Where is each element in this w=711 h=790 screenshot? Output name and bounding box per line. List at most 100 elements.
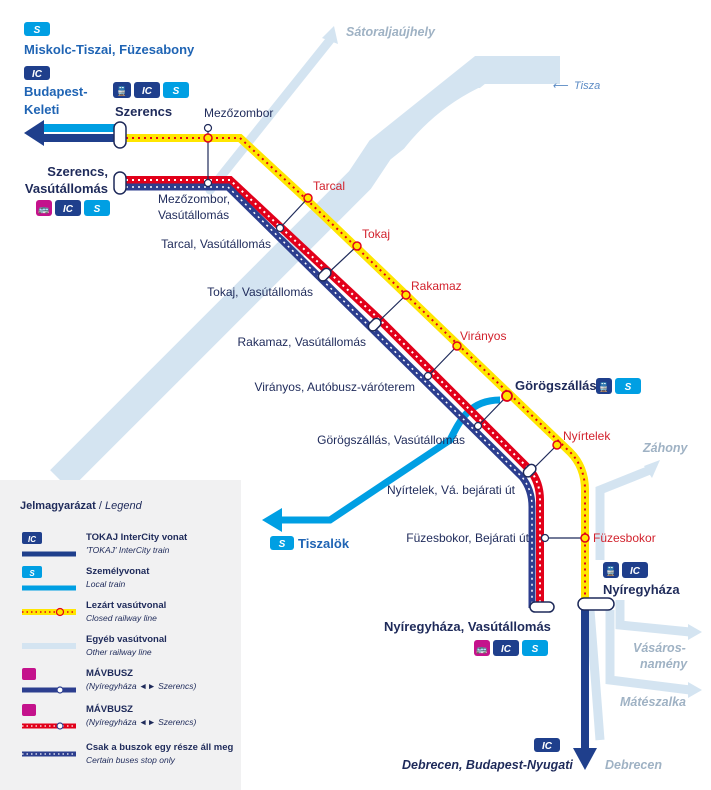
station-fuzesbokor: Füzesbokor <box>593 531 656 545</box>
svg-text:🚆: 🚆 <box>605 565 616 576</box>
stop-szerencs-vasutallomas[interactable] <box>113 171 127 195</box>
station-gorogszallas: Görögszállás <box>515 378 597 393</box>
station-nyiregyhaza-vasutallomas: Nyíregyháza, Vasútállomás <box>384 619 551 634</box>
legend-other-label: Egyéb vasútvonal <box>86 634 167 645</box>
station-nyiregyhaza: Nyíregyháza <box>603 582 680 597</box>
stop-rakamaz-vasutallomas[interactable] <box>367 317 383 333</box>
stop-tokaj[interactable] <box>352 241 362 251</box>
dest-mateszalka: Mátészalka <box>620 695 686 709</box>
stop-nyirtelek[interactable] <box>552 440 562 450</box>
station-nyirtelek: Nyírtelek <box>563 429 611 443</box>
legend-title: Jelmagyarázat / Legend <box>20 500 142 512</box>
legend-panel: Jelmagyarázat / Legend IC TOKAJ InterCit… <box>0 480 241 790</box>
legend-swatch-bus-red <box>22 704 76 730</box>
dest-vasarosnameny-2: namény <box>640 657 688 671</box>
legend-swatch-bus-blue <box>22 668 76 694</box>
legend-intercity-label-en: 'TOKAJ' InterCity train <box>86 545 170 555</box>
stop-mezozombor-rail[interactable] <box>203 133 213 143</box>
legend-swatch-partial-stop <box>22 751 76 757</box>
svg-text:🚆: 🚆 <box>598 381 609 392</box>
badge-ic-debrecen: IC <box>534 738 560 752</box>
river-tisza <box>73 88 697 527</box>
river-tisza-label: Tisza <box>574 80 600 92</box>
arrow-mateszalka-icon <box>688 682 702 698</box>
legend-swatch-closed <box>22 607 76 617</box>
stop-gorogszallas[interactable] <box>501 390 513 402</box>
legend-item-bus-blue: MÁVBUSZ (Nyíregyháza ◄► Szerencs) <box>20 668 235 702</box>
arrow-satoraljaujhely-icon <box>322 26 338 44</box>
stop-tarcal-vasutallomas[interactable] <box>275 223 285 233</box>
connector-viranyos <box>427 345 458 377</box>
badge-s-miskolc: S <box>24 22 50 36</box>
bus-line-red-dots <box>120 179 541 608</box>
station-viranyos-autobusz: Virányos, Autóbusz-váróterem <box>254 380 415 394</box>
badges-szerencs: 🚆 IC S <box>113 82 189 98</box>
other-line-mateszalka <box>605 610 691 695</box>
station-tokaj-vasutallomas: Tokaj, Vasútállomás <box>207 285 313 299</box>
legend-local-label: Személyvonat <box>86 566 150 577</box>
svg-text:S: S <box>173 86 180 97</box>
legend-item-bus-red: MÁVBUSZ (Nyíregyháza ◄► Szerencs) <box>20 704 235 738</box>
stop-nyiregyhaza[interactable] <box>577 597 615 611</box>
svg-text:IC: IC <box>28 535 36 544</box>
legend-item-partial-stop: Csak a buszok egy része áll meg Certain … <box>20 742 235 776</box>
svg-text:S: S <box>279 539 286 550</box>
stop-fuzesbokor-bejarati[interactable] <box>540 533 550 543</box>
arrow-vasarosnameny-icon <box>688 624 702 640</box>
station-szerencs: Szerencs <box>115 104 172 119</box>
station-tokaj: Tokaj <box>362 227 390 241</box>
stop-viranyos[interactable] <box>452 341 462 351</box>
stop-nyirtelek-bejarati[interactable] <box>522 463 538 479</box>
dest-budapest-keleti-1: Budapest- <box>24 84 88 99</box>
badges-nyiregyhaza: 🚆 IC <box>603 562 648 578</box>
station-tarcal-vasutallomas: Tarcal, Vasútállomás <box>161 237 271 251</box>
stop-tokaj-vasutallomas[interactable] <box>317 267 333 283</box>
station-fuzesbokor-bejarati: Füzesbokor, Bejárati út <box>406 531 529 545</box>
stop-viranyos-autobusz[interactable] <box>423 371 433 381</box>
svg-text:IC: IC <box>63 204 74 215</box>
stop-nyiregyhaza-vasutallomas[interactable] <box>529 601 555 613</box>
legend-item-closed: Lezárt vasútvonal Closed railway line <box>20 600 235 634</box>
other-line-zahony <box>595 465 652 560</box>
dest-satoraljaujhely: Sátoraljaújhely <box>346 25 436 39</box>
dest-debrecen: Debrecen <box>605 758 662 772</box>
legend-local-label-en: Local train <box>86 579 126 589</box>
svg-text:IC: IC <box>542 741 553 752</box>
station-szerencs-vasutallomas-2: Vasútállomás <box>25 181 108 196</box>
legend-intercity-label: TOKAJ InterCity vonat <box>86 532 188 543</box>
dest-miskolc: Miskolc-Tiszai, Füzesabony <box>24 42 195 57</box>
river-tisza-arrow: ⟵ <box>552 80 569 92</box>
svg-text:S: S <box>625 382 632 393</box>
svg-text:IC: IC <box>32 69 43 80</box>
station-mezozombor-vasutallomas-1: Mezőzombor, <box>158 192 230 206</box>
stop-fuzesbokor[interactable] <box>580 533 590 543</box>
dest-debrecen-budapest: Debrecen, Budapest-Nyugati <box>402 758 573 772</box>
legend-partial-stop-label: Csak a buszok egy része áll meg <box>86 742 234 753</box>
arrow-budapest-icon <box>24 120 44 146</box>
stop-gorogszallas-vasutallomas[interactable] <box>473 421 483 431</box>
legend-closed-label-en: Closed railway line <box>86 613 157 623</box>
dest-zahony: Záhony <box>642 441 688 455</box>
stop-tarcal[interactable] <box>303 193 313 203</box>
stop-mezozombor-vasutallomas[interactable] <box>203 178 213 188</box>
other-line-satoraljaujhely <box>205 35 335 195</box>
svg-text:S: S <box>34 25 41 36</box>
legend-bus-red-label: MÁVBUSZ <box>86 704 133 715</box>
legend-closed-label: Lezárt vasútvonal <box>86 600 167 611</box>
legend-bus-blue-label: MÁVBUSZ <box>86 668 133 679</box>
legend-swatch-local: S <box>22 566 76 591</box>
svg-text:IC: IC <box>501 644 512 655</box>
svg-text:S: S <box>29 569 35 578</box>
station-viranyos: Virányos <box>460 329 506 343</box>
stop-rakamaz[interactable] <box>401 290 411 300</box>
stop-mezozombor[interactable] <box>203 123 213 133</box>
legend-item-local: S Személyvonat Local train <box>20 566 235 600</box>
station-rakamaz: Rakamaz <box>411 279 462 293</box>
station-nyirtelek-bejarati: Nyírtelek, Vá. bejárati út <box>387 483 516 497</box>
svg-text:IC: IC <box>142 86 153 97</box>
legend-other-label-en: Other railway line <box>86 647 152 657</box>
legend-item-other: Egyéb vasútvonal Other railway line <box>20 634 235 668</box>
stop-szerencs[interactable] <box>113 121 127 149</box>
svg-text:🚌: 🚌 <box>38 204 49 214</box>
